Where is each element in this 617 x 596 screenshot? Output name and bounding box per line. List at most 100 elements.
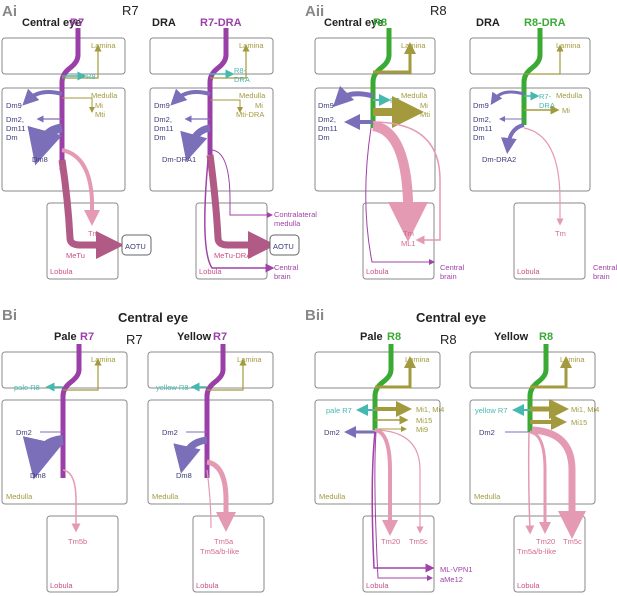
label-ame12: aMe12 (440, 575, 463, 584)
region-lamina-pale-r7: Lamina (91, 355, 116, 364)
label-ml-vpn1: ML-VPN1 (440, 565, 473, 574)
label-dm11-dra: Dm11 (154, 124, 173, 133)
lobula-box-yellow-r8 (513, 515, 586, 593)
region-lobula-pale-r7: Lobula (50, 581, 73, 590)
label-r7: R7 (390, 96, 400, 105)
lamina-arrow-pale-r8 (375, 356, 416, 389)
label-mi15: Mi15 (416, 416, 432, 425)
dm-dra2-arrow (500, 123, 525, 154)
label-central-2-r8-dra: brain (593, 272, 610, 281)
dm8-arrow-pale-r7 (22, 435, 64, 480)
mi-arrow (62, 97, 95, 113)
label-yellow-r7: yellow R7 (475, 406, 508, 415)
yellow-r8-axon (527, 344, 549, 432)
label-dm2-r8-dra: Dm2, (473, 115, 491, 124)
ml1-arrow (372, 121, 441, 245)
yellow-r7-axon (204, 344, 226, 478)
region-lamina-yellow-r7: Lamina (237, 355, 262, 364)
r7-axon (59, 28, 81, 170)
label-mi1-mi4-yellow: Mi1, Mi4 (571, 405, 599, 414)
tm5b-arrow (62, 469, 81, 533)
header-r8-bii: R8 (440, 332, 457, 347)
aotu-box-dra (269, 234, 300, 256)
panel-aii: Aii Central eye R8 R8 DRA R8-DRA Lamina … (305, 3, 617, 281)
label-dm11-r8-dra: Dm11 (473, 124, 492, 133)
label-metu-dra: MeTu-DRA (214, 251, 251, 260)
label-dm2-aii: Dm2, (318, 115, 336, 124)
label-dm8: Dm8 (32, 155, 48, 164)
label-mi: Mi (95, 101, 103, 110)
panel-label-bii: Bii (305, 307, 324, 324)
label-dm9-dra: Dm9 (154, 101, 170, 110)
label-tm5ab-like: Tm5a/b-like (200, 547, 239, 556)
label-mti-aii: Mti (420, 110, 430, 119)
label-tm5b: Tm5b (68, 537, 87, 546)
header-central-eye-ai: Central eye (22, 17, 81, 29)
lamina-arrow-pale-r7 (63, 358, 102, 391)
region-medulla-pale-r8: Medulla (319, 492, 346, 501)
label-dm2-pale-r7: Dm2 (16, 428, 32, 437)
header-yellow-r7: R7 (213, 331, 227, 343)
dm9-arrow-r8-dra (490, 90, 525, 105)
region-lobula-pale-r8: Lobula (366, 581, 389, 590)
label-r7-dra-1: R7- (539, 92, 552, 101)
label-central-1-aii: Central (440, 263, 465, 272)
lobula-box-pale-r8 (362, 515, 435, 593)
region-lobula-dra: Lobula (199, 267, 222, 276)
label-r7-dra-2: DRA (539, 101, 555, 110)
label-dm11: Dm11 (6, 124, 25, 133)
label-tm20-pale: Tm20 (381, 537, 400, 546)
central-brain-arrow-aii (365, 127, 435, 265)
metu-arrow (58, 159, 124, 259)
mi-arrow-dra (210, 99, 243, 113)
label-r8: R8 (86, 72, 96, 81)
header-r7-dra: R7-DRA (200, 17, 242, 29)
header-r7-bi: R7 (126, 332, 143, 347)
lamina-arrow (62, 44, 102, 79)
label-mti: Mti (95, 110, 105, 119)
region-lobula: Lobula (50, 267, 73, 276)
label-metu: MeTu (66, 251, 85, 260)
region-lamina-dra: Lamina (239, 41, 264, 50)
label-mi9: Mi9 (416, 425, 428, 434)
label-pale-r8: pale R8 (14, 383, 40, 392)
pale-r7-axon (60, 344, 82, 478)
region-lobula-yellow-r8: Lobula (517, 581, 540, 590)
tm5a-arrow (206, 459, 236, 532)
label-contralateral-1: Contralateral (274, 210, 317, 219)
aotu-box (121, 234, 152, 256)
region-lamina-pale-r8: Lamina (405, 355, 430, 364)
metu-dra-arrow (206, 154, 276, 259)
header-r8-aii: R8 (373, 17, 387, 29)
header-pale-bi: Pale (54, 331, 77, 343)
dm9-arrow-aii (332, 85, 374, 108)
label-r8-dra-1: R8- (234, 66, 247, 75)
dm9-arrow (22, 88, 63, 106)
lamina-arrow-dra (210, 44, 250, 79)
dm9-arrow-dra (170, 88, 211, 106)
dm8-arrow (27, 123, 63, 166)
label-tm5c-yellow: Tm5c (563, 537, 582, 546)
label-tm20-yellow: Tm20 (536, 537, 555, 546)
label-dm9: Dm9 (6, 101, 22, 110)
label-dm: Dm (6, 133, 18, 142)
label-dm8-yellow-r7: Dm8 (176, 471, 192, 480)
label-dm9-r8-dra: Dm9 (473, 101, 489, 110)
label-ml1: ML1 (401, 239, 416, 248)
lamina-arrow-aii (373, 42, 416, 74)
panel-label-ai: Ai (2, 3, 17, 20)
header-yellow-bi: Yellow (177, 331, 212, 343)
label-tm5c-pale: Tm5c (409, 537, 428, 546)
r8-axon (370, 28, 392, 128)
tm-arrow-aii (371, 121, 428, 242)
panel-bii: Bii Central eye R8 Pale R8 Yellow R8 Lam… (305, 307, 599, 593)
label-dm2-yellow-r8: Dm2 (479, 428, 495, 437)
label-tm5a: Tm5a (214, 537, 234, 546)
tm5ab-line (206, 469, 212, 529)
region-medulla-yellow-r8: Medulla (474, 492, 501, 501)
label-mi-dra: Mi (255, 101, 263, 110)
lobula-box-pale-r7 (46, 515, 119, 593)
header-dra-ai: DRA (152, 17, 176, 29)
header-r8-group: R8 (430, 3, 447, 18)
